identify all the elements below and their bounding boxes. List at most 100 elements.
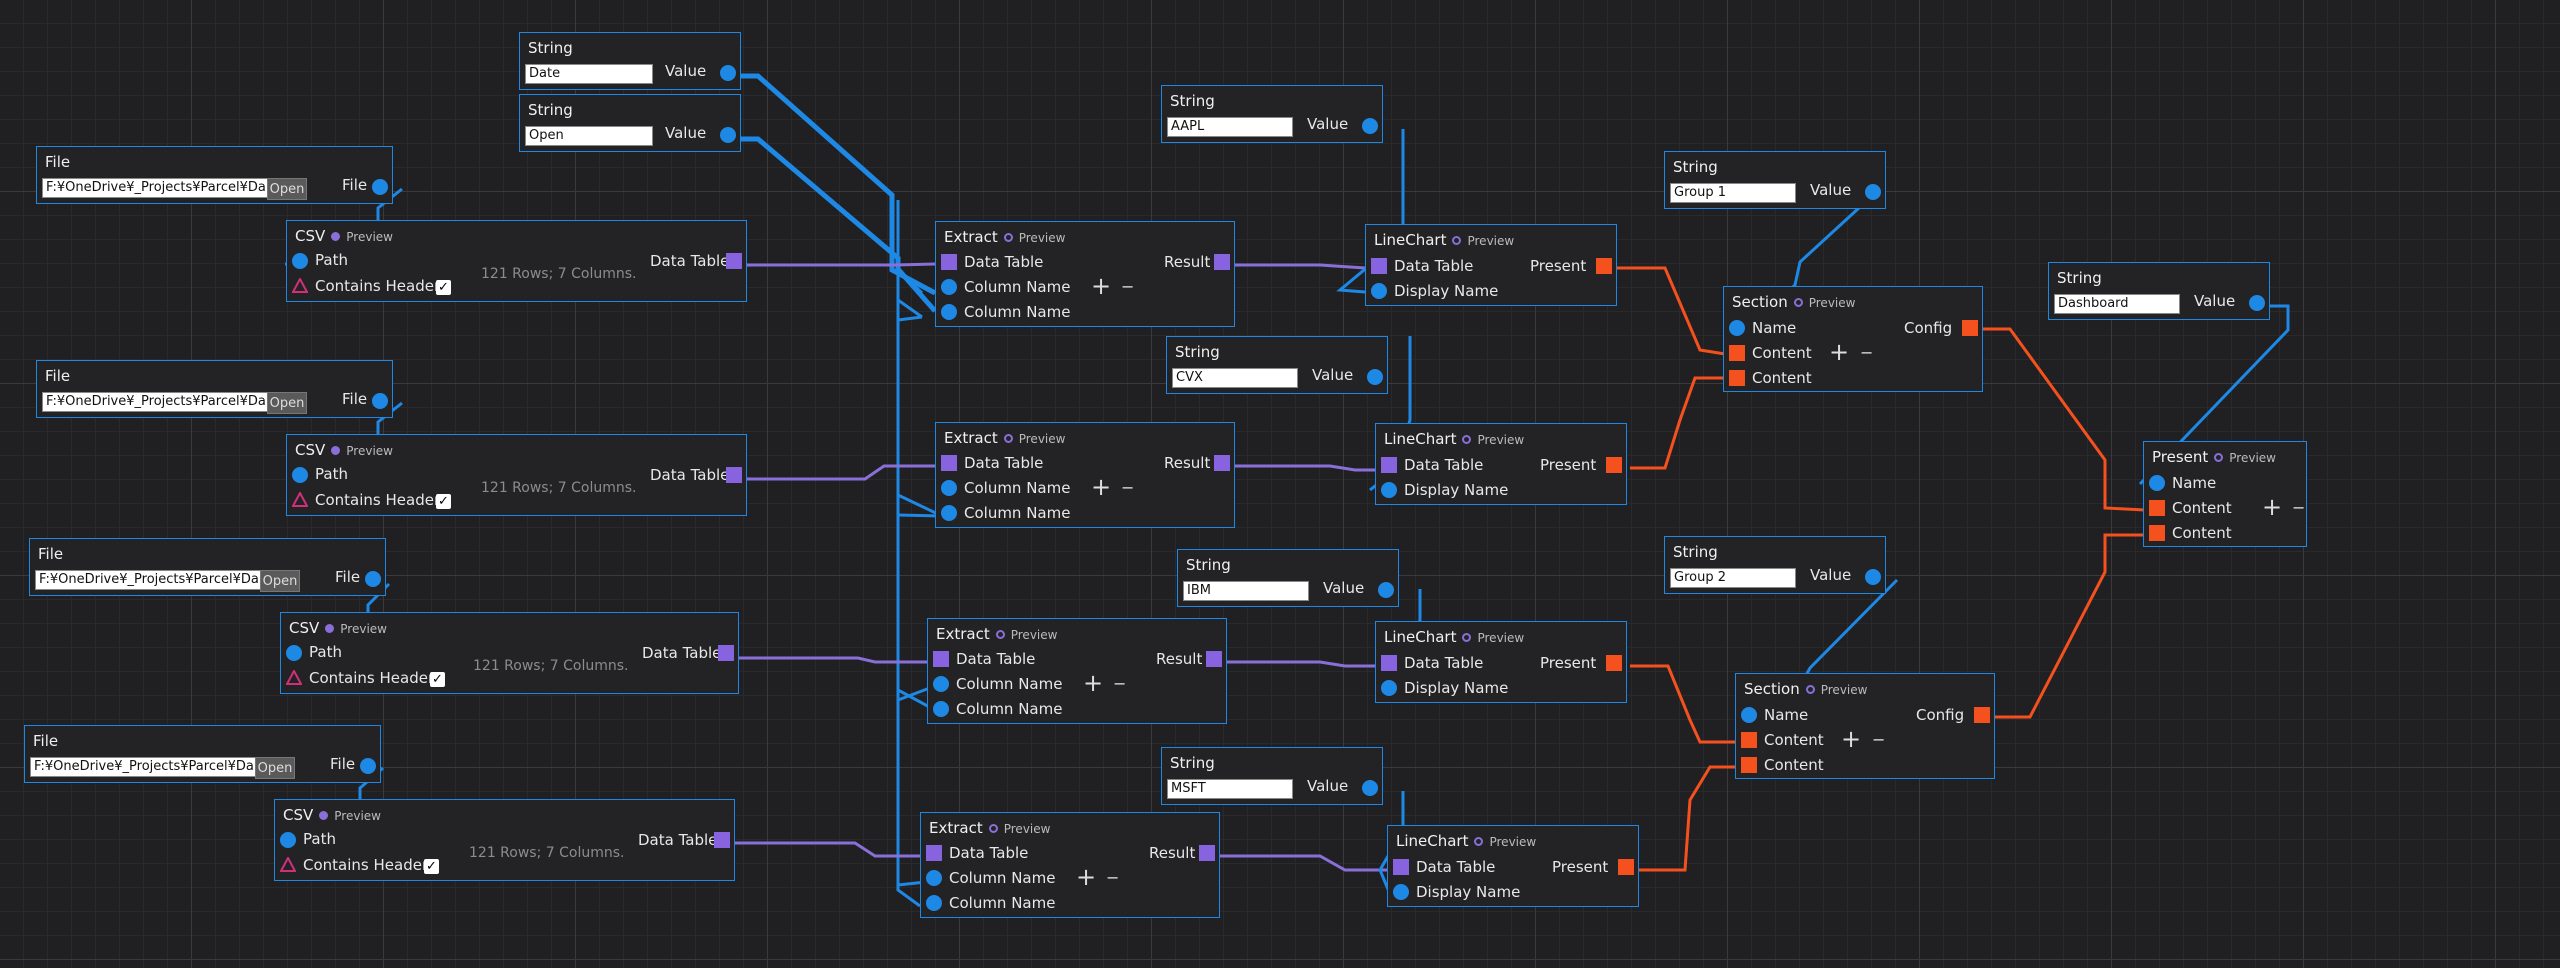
preview-label[interactable]: Preview [1477,433,1525,447]
display-name-input-port[interactable] [1381,482,1397,498]
column-name-input-port[interactable] [926,870,942,886]
value-output-port[interactable] [2249,295,2265,311]
file-output-port[interactable] [365,571,381,587]
preview-label[interactable]: Preview [1820,683,1868,697]
minus-icon[interactable]: − [2292,498,2306,517]
data-table-input-port[interactable] [1371,258,1387,274]
string-value-field[interactable]: Dashboard [2054,294,2180,314]
display-name-input-port[interactable] [1381,680,1397,696]
result-output-port[interactable] [1214,254,1230,270]
open-button[interactable]: Open [267,392,307,414]
checkbox-icon[interactable]: ✓ [430,672,445,687]
checkbox-icon[interactable]: ✓ [436,280,451,295]
value-output-port[interactable] [1362,780,1378,796]
data-table-output-port[interactable] [726,467,742,483]
data-table-output-port[interactable] [714,832,730,848]
minus-icon[interactable]: − [1860,343,1874,362]
preview-dot-icon[interactable] [1793,298,1803,307]
config-output-port[interactable] [1962,320,1978,336]
minus-icon[interactable]: − [1106,868,1120,887]
minus-icon[interactable]: − [1872,730,1886,749]
preview-dot-icon[interactable] [1003,233,1013,242]
content-input-port[interactable] [2149,500,2165,516]
data-table-input-port[interactable] [941,455,957,471]
plus-icon[interactable]: + [1091,272,1112,300]
file-output-port[interactable] [360,758,376,774]
preview-dot-icon[interactable] [1452,236,1462,245]
preview-label[interactable]: Preview [1018,432,1066,446]
string-value-field[interactable]: AAPL [1167,117,1293,137]
value-output-port[interactable] [1362,118,1378,134]
column-name-input-port[interactable] [941,279,957,295]
string-value-field[interactable]: Group 2 [1670,568,1796,588]
preview-label[interactable]: Preview [1018,231,1066,245]
minus-icon[interactable]: − [1121,478,1135,497]
minus-icon[interactable]: − [1121,277,1135,296]
checkbox-icon[interactable]: ✓ [436,494,451,509]
data-table-output-port[interactable] [726,253,742,269]
file-path-field[interactable]: F:¥OneDrive¥_Projects¥Parcel¥Da [42,392,270,412]
data-table-input-port[interactable] [1381,655,1397,671]
preview-label[interactable]: Preview [340,622,387,636]
value-output-port[interactable] [1865,184,1881,200]
plus-icon[interactable]: + [1829,338,1850,366]
plus-icon[interactable]: + [1091,473,1112,501]
preview-label[interactable]: Preview [1808,296,1856,310]
column-name-input-port[interactable] [941,505,957,521]
plus-icon[interactable]: + [1076,863,1097,891]
preview-dot-icon[interactable] [1462,435,1472,444]
value-output-port[interactable] [720,127,736,143]
preview-dot-icon[interactable] [995,630,1005,639]
value-output-port[interactable] [1367,369,1383,385]
file-output-port[interactable] [372,393,388,409]
column-name-input-port[interactable] [926,895,942,911]
preview-label[interactable]: Preview [1489,835,1537,849]
plus-icon[interactable]: + [1841,725,1862,753]
preview-label[interactable]: Preview [1477,631,1525,645]
present-output-port[interactable] [1596,258,1612,274]
content-input-port[interactable] [1729,345,1745,361]
string-value-field[interactable]: IBM [1183,581,1309,601]
path-input-port[interactable] [292,467,308,483]
preview-label[interactable]: Preview [334,809,381,823]
preview-dot-icon[interactable] [331,232,341,241]
data-table-input-port[interactable] [1381,457,1397,473]
data-table-input-port[interactable] [941,254,957,270]
file-output-port[interactable] [372,179,388,195]
preview-dot-icon[interactable] [325,624,335,633]
preview-label[interactable]: Preview [346,444,393,458]
checkbox-icon[interactable]: ✓ [424,859,439,874]
string-value-field[interactable]: Date [525,64,653,84]
open-button[interactable]: Open [260,570,300,592]
open-button[interactable]: Open [267,178,307,200]
path-input-port[interactable] [280,832,296,848]
preview-dot-icon[interactable] [319,811,329,820]
data-table-input-port[interactable] [1393,859,1409,875]
preview-dot-icon[interactable] [988,824,998,833]
preview-label[interactable]: Preview [2229,451,2276,465]
preview-label[interactable]: Preview [1003,822,1051,836]
preview-dot-icon[interactable] [1474,837,1484,846]
path-input-port[interactable] [286,645,302,661]
file-path-field[interactable]: F:¥OneDrive¥_Projects¥Parcel¥Da [42,178,270,198]
